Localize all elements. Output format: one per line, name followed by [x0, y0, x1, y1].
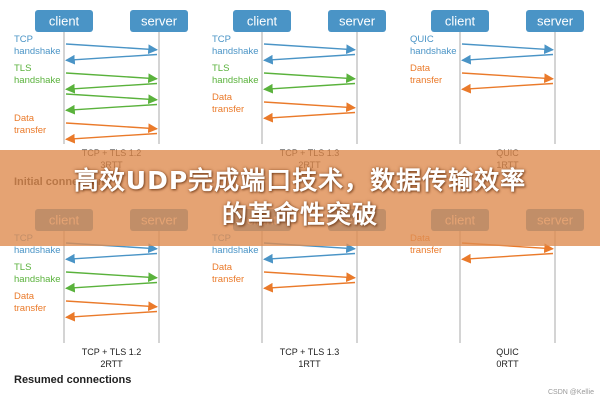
- server-box-label: server: [339, 13, 376, 28]
- protocol-caption: TCP + TLS 1.3: [280, 347, 339, 357]
- server-box-label: server: [141, 13, 178, 28]
- message-arrow-tcp: [461, 43, 554, 55]
- client-box-label: client: [445, 13, 476, 28]
- message-arrow-tcp: [65, 43, 158, 55]
- message-arrow-tcp: [65, 53, 158, 65]
- message-arrow-tls: [263, 82, 356, 94]
- banner-title-line-1: 高效UDP完成端口技术，数据传输效率: [73, 166, 527, 195]
- section-title: Resumed connections: [14, 374, 131, 386]
- protocol-caption: TCP + TLS 1.2: [82, 347, 141, 357]
- client-box: [431, 10, 489, 32]
- message-arrow-tls: [65, 281, 158, 293]
- message-arrow-tls: [65, 103, 158, 115]
- message-arrow-tls: [65, 93, 158, 105]
- message-arrow-data: [263, 271, 356, 283]
- rtt-caption: 0RTT: [496, 359, 519, 369]
- message-arrow-data: [461, 252, 554, 264]
- client-box: [35, 10, 93, 32]
- message-arrow-data: [65, 132, 158, 144]
- watermark: CSDN @Kellie: [548, 389, 594, 396]
- protocol-caption: QUIC: [496, 347, 519, 357]
- message-arrow-tls: [263, 72, 356, 84]
- message-arrow-tls: [65, 82, 158, 94]
- message-arrow-data: [263, 111, 356, 123]
- message-arrow-data: [263, 101, 356, 113]
- server-box: [526, 10, 584, 32]
- client-box: [233, 10, 291, 32]
- message-arrow-tcp: [461, 53, 554, 65]
- message-arrow-tls: [65, 72, 158, 84]
- server-box: [130, 10, 188, 32]
- sequence-diagram: clientserverQUIChandshakeDatatransferQUI…: [410, 10, 584, 170]
- message-arrow-tcp: [263, 53, 356, 65]
- server-box: [328, 10, 386, 32]
- message-arrow-data: [65, 122, 158, 134]
- client-box-label: client: [247, 13, 278, 28]
- message-arrow-data: [263, 281, 356, 293]
- server-box-label: server: [537, 13, 574, 28]
- message-arrow-tls: [65, 271, 158, 283]
- banner-title-line-2: 的革命性突破: [221, 200, 378, 229]
- message-arrow-data: [65, 300, 158, 312]
- title-banner: 高效UDP完成端口技术，数据传输效率 的革命性突破: [0, 150, 600, 246]
- rtt-caption: 2RTT: [100, 359, 123, 369]
- message-arrow-data: [65, 310, 158, 322]
- message-arrow-data: [461, 82, 554, 94]
- message-arrow-tcp: [263, 252, 356, 264]
- rtt-caption: 1RTT: [298, 359, 321, 369]
- message-arrow-tcp: [263, 43, 356, 55]
- message-arrow-data: [461, 72, 554, 84]
- client-box-label: client: [49, 13, 80, 28]
- message-arrow-tcp: [65, 252, 158, 264]
